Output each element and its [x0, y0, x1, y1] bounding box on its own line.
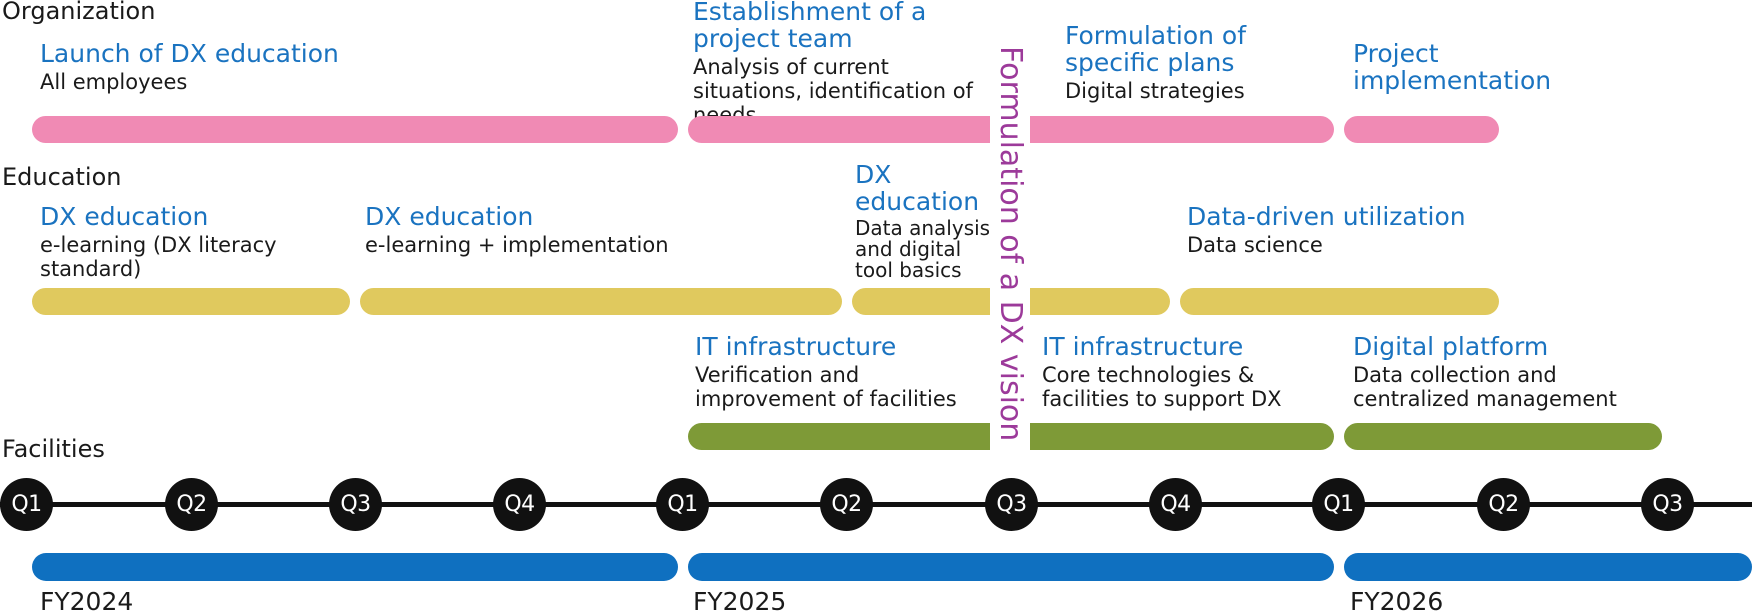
- edu-bar-1: [32, 288, 350, 315]
- quarter-marker: Q4: [1149, 478, 1202, 531]
- fiscal-year-label: FY2024: [40, 587, 134, 616]
- fiscal-bar-fy2024: [32, 553, 678, 581]
- edu-item-title: DX education: [855, 160, 980, 216]
- org-item-launch: Launch of DX education All employees: [40, 40, 600, 94]
- edu-item-sub: e-learning + implementation: [365, 233, 669, 257]
- quarter-marker: Q1: [1312, 478, 1365, 531]
- edu-item-title: DX education: [40, 202, 209, 231]
- org-item-title: Formulation of specific plans: [1065, 21, 1247, 77]
- fac-item-it-verification: IT infrastructure Verification and impro…: [695, 333, 995, 411]
- org-item-plans: Formulation of specific plans Digital st…: [1065, 22, 1305, 103]
- edu-item-dx-data-analysis: DX education Data analysis and digital t…: [855, 161, 995, 281]
- row-label-organization: Organization: [2, 0, 156, 25]
- fac-item-title: Digital platform: [1353, 332, 1549, 361]
- org-item-title: Establishment of a project team: [693, 0, 927, 53]
- org-item-title: Project implementation: [1353, 39, 1552, 95]
- timeline-axis: [0, 502, 1752, 507]
- quarter-marker: Q1: [656, 478, 709, 531]
- quarter-marker: Q1: [0, 478, 53, 531]
- quarter-marker: Q2: [165, 478, 218, 531]
- quarter-marker: Q3: [1641, 478, 1694, 531]
- org-item-project-team: Establishment of a project team Analysis…: [693, 0, 993, 127]
- fac-item-sub: Data collection and centralized manageme…: [1353, 363, 1617, 411]
- quarter-marker: Q2: [1477, 478, 1530, 531]
- edu-item-dx-elearning: DX education e-learning (DX literacy sta…: [40, 203, 340, 281]
- vision-label: Formulation of a DX vision: [990, 46, 1030, 456]
- quarter-marker: Q3: [329, 478, 382, 531]
- fiscal-bar-fy2026: [1344, 553, 1752, 581]
- edu-item-sub: Data science: [1187, 233, 1323, 257]
- org-bar-3: [1344, 116, 1499, 143]
- quarter-marker: Q4: [493, 478, 546, 531]
- fac-item-sub: Verification and improvement of faciliti…: [695, 363, 957, 411]
- org-bar-1: [32, 116, 678, 143]
- edu-item-title: DX education: [365, 202, 534, 231]
- fiscal-year-label: FY2025: [693, 587, 787, 616]
- quarter-marker: Q2: [820, 478, 873, 531]
- quarter-marker: Q3: [985, 478, 1038, 531]
- fac-item-it-core: IT infrastructure Core technologies & fa…: [1042, 333, 1342, 411]
- org-item-title: Launch of DX education: [40, 39, 339, 68]
- edu-item-title: Data-driven utilization: [1187, 202, 1466, 231]
- fac-item-digital-platform: Digital platform Data collection and cen…: [1353, 333, 1653, 411]
- edu-item-sub: Data analysis and digital tool basics: [855, 216, 991, 282]
- fac-item-title: IT infrastructure: [1042, 332, 1244, 361]
- org-item-sub: Digital strategies: [1065, 79, 1245, 103]
- fac-bar-2: [1344, 423, 1662, 450]
- edu-item-dx-implementation: DX education e-learning + implementation: [365, 203, 785, 257]
- fiscal-year-label: FY2026: [1350, 587, 1444, 616]
- row-label-education: Education: [2, 163, 122, 191]
- fac-item-title: IT infrastructure: [695, 332, 897, 361]
- fac-item-sub: Core technologies & facilities to suppor…: [1042, 363, 1282, 411]
- org-item-implementation: Project implementation: [1353, 40, 1573, 94]
- org-item-sub: All employees: [40, 70, 188, 94]
- row-label-facilities: Facilities: [2, 435, 105, 463]
- fiscal-bar-fy2025: [688, 553, 1334, 581]
- edu-bar-2: [360, 288, 842, 315]
- edu-item-data-driven: Data-driven utilization Data science: [1187, 203, 1547, 257]
- org-item-sub: Analysis of current situations, identifi…: [693, 55, 973, 127]
- edu-bar-4: [1180, 288, 1499, 315]
- edu-item-sub: e-learning (DX literacy standard): [40, 233, 277, 281]
